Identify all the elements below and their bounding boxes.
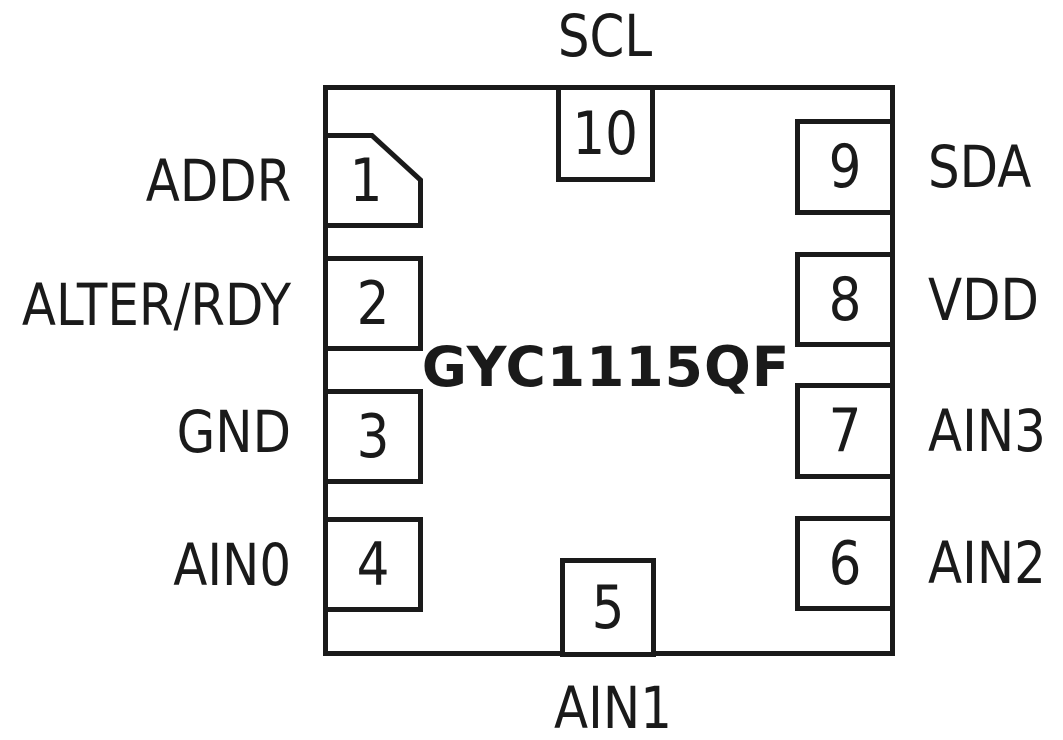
pin-4-number: 4 <box>356 529 390 600</box>
pin-label-gnd: GND <box>176 398 291 466</box>
pin-8-box: 8 <box>795 252 895 347</box>
pin-10-number: 10 <box>572 98 639 169</box>
pin-2-box: 2 <box>323 256 423 351</box>
pin-label-vdd: VDD <box>928 266 1039 334</box>
pin-1-number: 1 <box>349 145 383 216</box>
pin-1-box: 1 <box>323 133 423 228</box>
pin-label-sda: SDA <box>928 133 1032 201</box>
chip-name: GYC1115QF <box>421 335 791 399</box>
pin-label-alter-rdy: ALTER/RDY <box>21 271 291 339</box>
pin-label-ain3: AIN3 <box>928 397 1046 465</box>
pin-3-number: 3 <box>356 401 390 472</box>
pin-4-box: 4 <box>323 517 423 612</box>
pin-7-number: 7 <box>828 396 862 466</box>
pin-6-box: 6 <box>795 516 895 611</box>
pin-9-box: 9 <box>795 119 895 215</box>
pin-9-number: 9 <box>828 132 862 202</box>
pin-7-box: 7 <box>795 383 895 479</box>
pin-3-box: 3 <box>323 389 423 484</box>
pin-label-scl: SCL <box>557 2 653 70</box>
pin-label-addr: ADDR <box>145 147 291 215</box>
pin-5-box: 5 <box>560 558 656 657</box>
pin-label-ain2: AIN2 <box>928 529 1046 597</box>
pin-5-number: 5 <box>591 572 625 643</box>
pin-1-chamfer-outline <box>323 133 423 228</box>
pin-label-ain1: AIN1 <box>554 674 672 740</box>
pin-6-number: 6 <box>828 528 862 599</box>
pin-8-number: 8 <box>828 264 862 335</box>
pin-10-box: 10 <box>556 85 655 182</box>
pin-label-ain0: AIN0 <box>173 531 291 599</box>
pin-2-number: 2 <box>356 268 390 339</box>
